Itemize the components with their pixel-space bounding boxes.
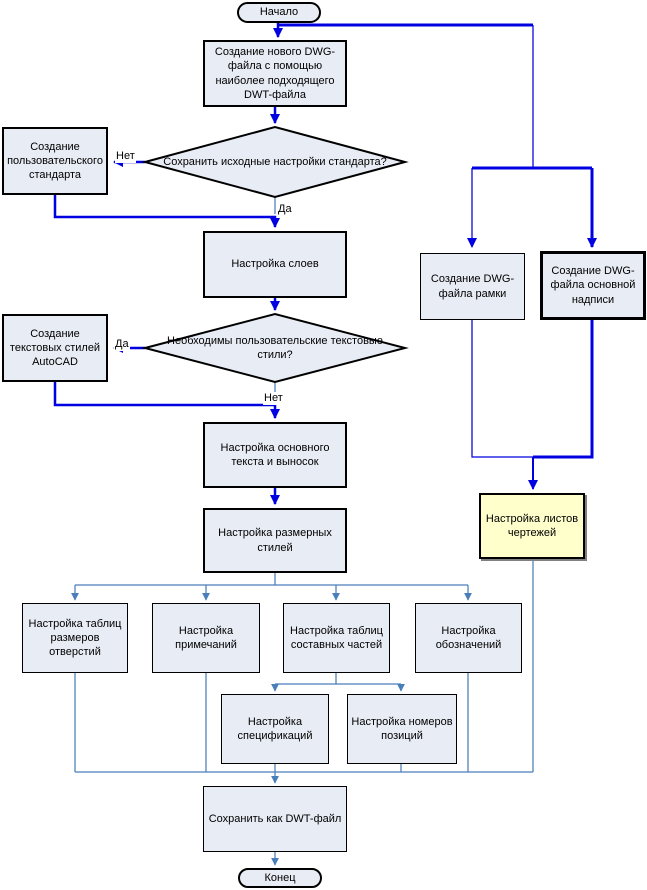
node-end: Конец	[238, 868, 322, 888]
node-create-text-styles: Создание текстовых стилей AutoCAD	[2, 314, 108, 382]
node-frame-dwg: Создание DWG-файла рамки	[420, 253, 525, 320]
node-layers: Настройка слоев	[203, 231, 347, 298]
decision-text-styles-shape	[141, 312, 409, 384]
edge-label-text-styles-yes: Да	[114, 338, 130, 351]
node-create-dwg: Создание нового DWG-файла с помощью наиб…	[203, 40, 347, 107]
node-parts-tables: Настройка таблиц составных частей	[283, 603, 390, 673]
node-title-block-dwg: Создание DWG-файла основной надписи	[540, 251, 646, 320]
node-hole-tables: Настройка таблиц размеров отверстий	[22, 603, 128, 673]
node-main-text: Настройка основного текста и выносок	[203, 422, 347, 488]
node-item-numbers: Настройка номеров позиций	[347, 694, 457, 764]
edge-label-standard-yes: Да	[277, 203, 293, 216]
decision-standard-label: Сохранить исходные настройки стандарта?	[163, 155, 387, 168]
node-sheets-setup: Настройка листов чертежей	[479, 493, 585, 559]
node-start: Начало	[237, 2, 321, 23]
decision-text-styles-label: Необходимы пользовательские текстовые ст…	[167, 334, 383, 361]
edge-label-text-styles-no: Нет	[263, 392, 284, 405]
decision-standard-shape	[141, 125, 409, 199]
node-specs: Настройка спецификаций	[221, 694, 329, 764]
node-symbols: Настройка обозначений	[415, 603, 522, 673]
node-dim-styles: Настройка размерных стилей	[203, 508, 347, 573]
node-save-dwt: Сохранить как DWT-файл	[203, 786, 347, 852]
node-notes: Настройка примечаний	[152, 603, 260, 673]
edge-label-standard-no: Нет	[115, 150, 136, 163]
node-create-standard: Создание пользовательского стандарта	[2, 127, 108, 195]
